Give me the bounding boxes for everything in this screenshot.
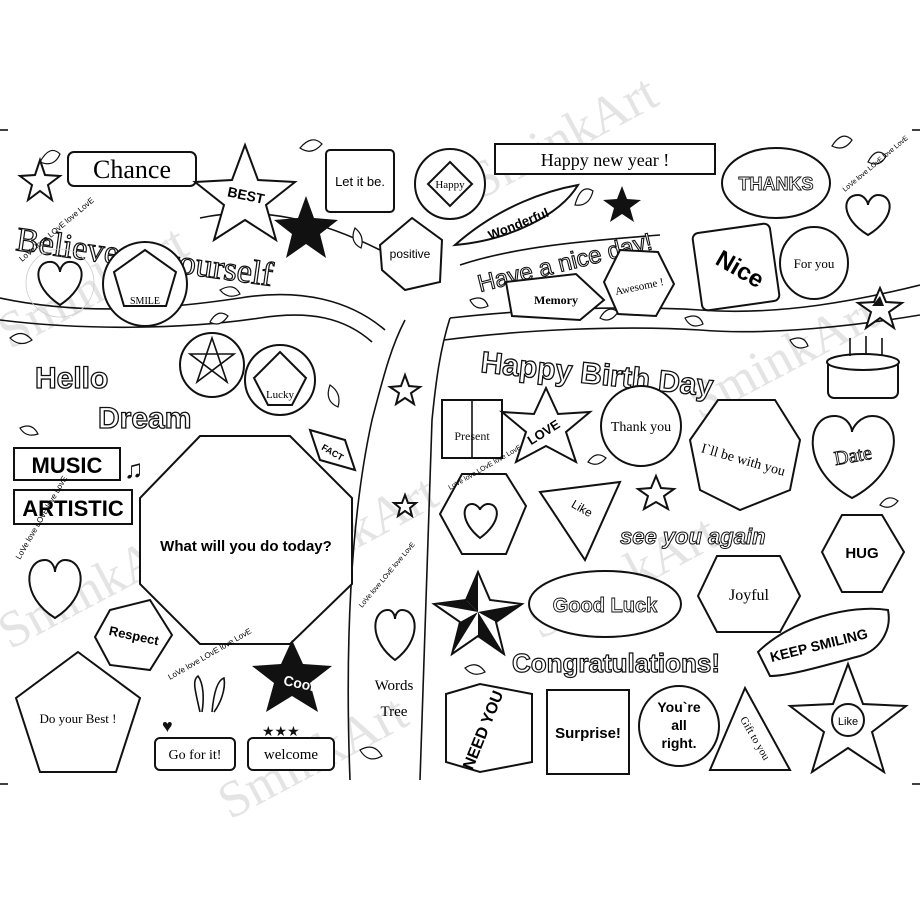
- thanks-label: THANKS: [739, 174, 814, 194]
- what-will-label: What will you do today?: [160, 538, 332, 555]
- like-star-sticker: Like: [787, 661, 909, 775]
- love-heart-badge: LoVe love LOvE love LovE: [358, 541, 417, 662]
- tree-label-line1: Words: [375, 678, 414, 694]
- positive-sticker: positive: [378, 216, 444, 292]
- happy-label: Happy: [435, 179, 465, 191]
- for-you-sticker: For you: [779, 226, 849, 300]
- love-ring-text: LoVe love LOvE love LovE: [842, 135, 910, 194]
- star-outline-icon: [17, 156, 63, 203]
- lucky-apple-sticker: Lucky: [244, 344, 316, 416]
- smile-label: SMILE: [130, 296, 160, 307]
- joyful-sticker: Joyful: [696, 555, 802, 633]
- leaves: [9, 135, 899, 760]
- nautical-star-icon: [855, 285, 905, 331]
- crop-marks: [0, 129, 920, 785]
- nice-sticker: Nice: [691, 222, 781, 312]
- go-for-it-label: Go for it!: [169, 748, 222, 763]
- let-it-be-sticker: Let it be.: [325, 149, 395, 213]
- what-will-you-do-today-sticker: What will you do today?: [139, 435, 353, 645]
- lucky-label: Lucky: [266, 389, 295, 401]
- hug-label: HUG: [845, 545, 878, 562]
- present-label: Present: [454, 429, 490, 443]
- three-stars-icon: ★★★: [262, 723, 300, 739]
- smile-apple-sticker: SMILE: [102, 241, 188, 327]
- keep-smiling-sticker: KEEP SMILING: [756, 607, 890, 678]
- memory-sticker: Memory: [504, 272, 606, 322]
- positive-label: positive: [390, 247, 431, 261]
- let-it-be-label: Let it be.: [335, 174, 385, 189]
- love-star-sticker: LOVE: [499, 385, 593, 465]
- memory-label: Memory: [534, 293, 578, 307]
- like-triangle-sticker: Like: [538, 480, 622, 563]
- like-star-label: Like: [838, 716, 858, 728]
- happy-new-year-label: Happy new year !: [541, 150, 669, 170]
- youre-all-right-sticker: You`re all right.: [638, 685, 720, 767]
- date-label: Date: [832, 442, 873, 470]
- present-sticker: Present: [441, 399, 503, 459]
- artistic-label: ARTISTIC: [22, 496, 124, 521]
- star-outline-icon: [387, 372, 423, 407]
- star-outline-icon: [635, 473, 677, 512]
- ill-be-with-you-sticker: I`ll be with you: [688, 399, 802, 512]
- star-outline-icon: [391, 492, 419, 519]
- hug-sticker: HUG: [820, 514, 906, 593]
- birthday-cake-icon: [826, 336, 900, 399]
- heart-filled-icon: ♥: [162, 716, 173, 736]
- go-for-it-sticker: Go for it!: [154, 737, 236, 771]
- music-sticker: MUSIC: [13, 447, 121, 481]
- dream-text: Dream: [98, 402, 191, 435]
- see-you-again-text: see you again: [620, 524, 766, 549]
- nautical-star-icon: [431, 569, 525, 657]
- star-filled-icon: [603, 186, 641, 222]
- respect-sticker: Respect: [93, 598, 174, 672]
- do-your-best-label: Do your Best !: [40, 711, 117, 726]
- chance-sticker: Chance: [67, 151, 197, 187]
- best-label: BEST: [226, 183, 266, 207]
- music-note-icon: ♫: [124, 454, 144, 484]
- for-you-label: For you: [794, 256, 835, 271]
- fact-tag: FACT: [308, 428, 357, 472]
- love-heart-badge: LoVe love LOvE love LovE: [842, 135, 910, 237]
- cool-label: Cool: [282, 672, 316, 694]
- music-label: MUSIC: [32, 453, 103, 478]
- thanks-sticker: THANKS: [721, 147, 831, 219]
- thank-you-label: Thank you: [611, 420, 671, 435]
- tree-label-line2: Tree: [381, 704, 408, 720]
- best-star-sticker: BEST: [192, 142, 298, 243]
- youre-all-right-line2: all: [671, 717, 687, 733]
- youre-all-right-line3: right.: [662, 735, 697, 751]
- thank-you-sticker: Thank you: [600, 385, 682, 467]
- congratulations-text: Congratulations!: [512, 648, 720, 678]
- hello-text: Hello: [35, 362, 108, 395]
- need-you-sticker: NEED YOU: [445, 682, 533, 774]
- welcome-sticker: welcome: [247, 737, 335, 771]
- surprise-sticker: Surprise!: [546, 689, 630, 775]
- do-your-best-sticker: Do your Best !: [14, 650, 142, 773]
- joyful-label: Joyful: [729, 587, 770, 604]
- awesome-sticker: Awesome !: [602, 248, 676, 318]
- youre-all-right-line1: You`re: [657, 699, 701, 715]
- surprise-label: Surprise!: [555, 725, 621, 742]
- nautical-star-icon: [274, 196, 338, 258]
- chance-label: Chance: [93, 155, 171, 184]
- good-luck-label: Good Luck: [553, 595, 658, 617]
- love-heart-badge: LoVe love LOvE love LovE: [438, 444, 528, 555]
- good-luck-sticker: Good Luck: [528, 570, 682, 638]
- cool-star-sticker: Cool: [252, 640, 332, 712]
- happy-apple-sticker: Happy: [414, 148, 486, 220]
- pentagram-apple-icon: [179, 332, 245, 398]
- gift-to-you-sticker: Gift to you: [708, 685, 792, 771]
- tree-trunk: [0, 212, 920, 781]
- welcome-label: welcome: [264, 747, 318, 763]
- artistic-sticker: ARTISTIC: [13, 489, 133, 525]
- happy-birthday-text: Happy Birth Day: [479, 346, 715, 403]
- happy-new-year-sticker: Happy new year !: [494, 143, 716, 175]
- date-sticker: Date: [811, 414, 895, 500]
